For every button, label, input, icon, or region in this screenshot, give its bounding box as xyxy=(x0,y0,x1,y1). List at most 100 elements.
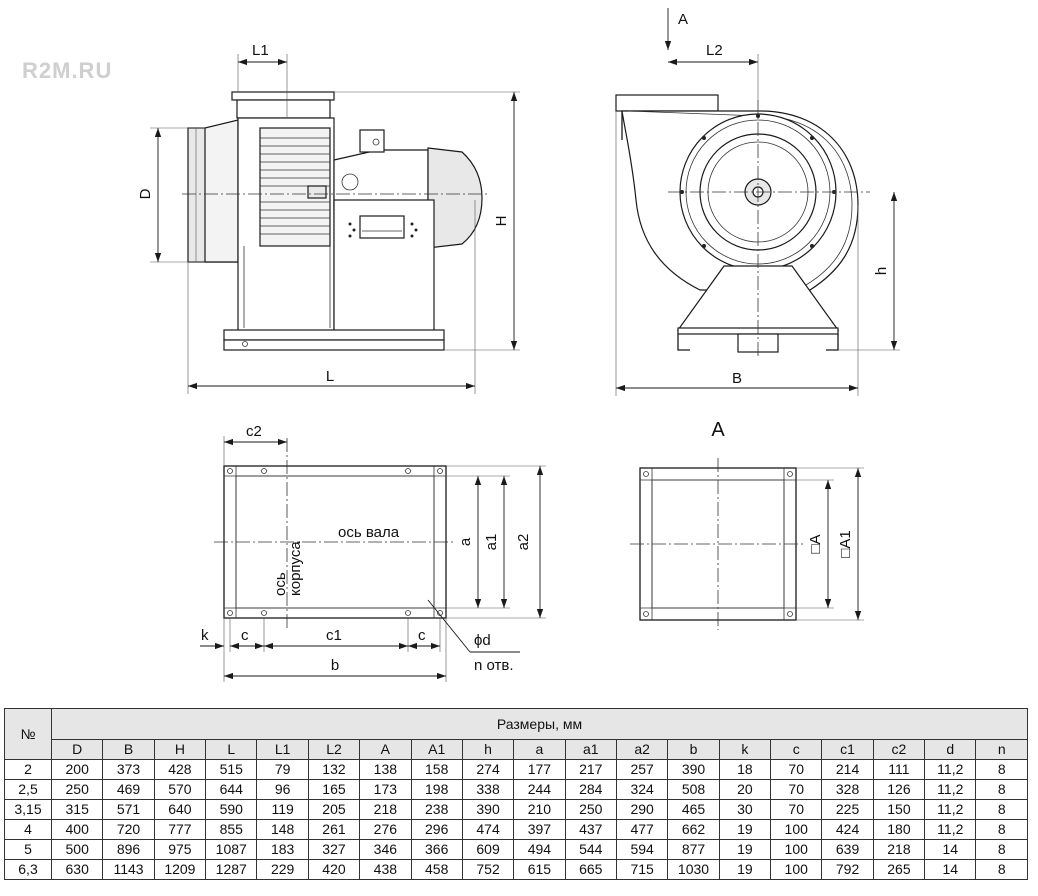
table-cell: 366 xyxy=(410,839,463,860)
table-cell: 424 xyxy=(821,819,874,840)
table-cell: 390 xyxy=(461,799,515,820)
dim-label-c2: c2 xyxy=(246,423,262,440)
table-cell: 158 xyxy=(410,759,463,780)
table-cell: 96 xyxy=(256,779,309,800)
dim-label-b: b xyxy=(331,657,339,674)
table-cell: 315 xyxy=(50,799,104,820)
table-cell: 397 xyxy=(513,819,566,840)
table-cell: 640 xyxy=(153,799,207,820)
table-cell: 1030 xyxy=(667,859,720,880)
table-cell: 338 xyxy=(461,779,515,800)
table-cell: 469 xyxy=(102,779,155,800)
table-cell: 8 xyxy=(975,799,1028,820)
table-cell: 11,2 xyxy=(924,819,977,840)
column-header: a xyxy=(513,739,566,760)
table-cell: 148 xyxy=(256,819,309,840)
dim-label-c-left: c xyxy=(241,627,249,644)
table-cell: 11,2 xyxy=(924,779,977,800)
table-cell: 100 xyxy=(770,839,823,860)
dim-label-sq-A1: □A1 xyxy=(837,530,854,557)
column-header: b xyxy=(667,739,720,760)
column-header: a2 xyxy=(615,739,669,760)
column-header: c xyxy=(770,739,823,760)
table-cell: 877 xyxy=(667,839,720,860)
table-cell: 777 xyxy=(153,819,207,840)
table-cell: 14 xyxy=(924,859,977,880)
motor-body xyxy=(427,147,483,249)
table-cell: 792 xyxy=(821,859,874,880)
table-cell: 609 xyxy=(461,839,515,860)
table-cell: 8 xyxy=(975,859,1028,880)
table-cell: 100 xyxy=(770,819,823,840)
table-cell: 18 xyxy=(718,759,772,780)
view-a-title: A xyxy=(711,419,725,441)
table-cell: 296 xyxy=(410,819,463,840)
front-view: A L2 xyxy=(615,8,900,396)
dim-label-d: ϕd xyxy=(474,632,491,649)
table-cell: 1087 xyxy=(205,839,258,860)
table-cell: 8 xyxy=(975,839,1028,860)
table-cell: 494 xyxy=(513,839,566,860)
table-cell: 346 xyxy=(359,839,412,860)
table-cell: 218 xyxy=(359,799,412,820)
table-cell: 644 xyxy=(205,779,258,800)
column-header: a1 xyxy=(564,739,617,760)
table-cell: 400 xyxy=(50,819,104,840)
table-cell: 570 xyxy=(153,779,207,800)
table-cell: 420 xyxy=(307,859,361,880)
table-cell: 290 xyxy=(615,799,669,820)
table-cell: 276 xyxy=(359,819,412,840)
table-cell: 458 xyxy=(410,859,463,880)
table-cell: 126 xyxy=(872,779,926,800)
outlet-flange xyxy=(231,91,335,101)
table-cell: 14 xyxy=(924,839,977,860)
column-header: A1 xyxy=(410,739,463,760)
dim-label-sq-A: □A xyxy=(807,534,824,553)
table-cell: 324 xyxy=(615,779,669,800)
housing-axis-label-2: корпуса xyxy=(287,541,304,596)
side-view: L1 D H L xyxy=(137,42,520,394)
table-cell: 715 xyxy=(615,859,669,880)
column-header: D xyxy=(50,739,104,760)
table-cell: 477 xyxy=(615,819,669,840)
table-cell: 665 xyxy=(564,859,617,880)
table-cell: 177 xyxy=(513,759,566,780)
table-cell: 257 xyxy=(615,759,669,780)
table-cell: 210 xyxy=(513,799,566,820)
dim-label-D: D xyxy=(137,188,154,199)
table-cell: 390 xyxy=(667,759,720,780)
number-column-header: № xyxy=(4,708,52,760)
table-cell: 752 xyxy=(461,859,515,880)
holes-count-label: n отв. xyxy=(474,657,514,674)
table-cell: 205 xyxy=(307,799,361,820)
table-cell: 250 xyxy=(50,779,104,800)
dim-label-L1: L1 xyxy=(252,42,269,59)
table-cell: 11,2 xyxy=(924,759,977,780)
dim-label-L: L xyxy=(326,368,334,385)
terminal-box xyxy=(359,129,385,153)
table-cell: 261 xyxy=(307,819,361,840)
table-cell: 428 xyxy=(153,759,207,780)
table-cell: 720 xyxy=(102,819,155,840)
table-cell: 896 xyxy=(102,839,155,860)
table-cell: 327 xyxy=(307,839,361,860)
column-header: c1 xyxy=(821,739,874,760)
dimensions-group-header: Размеры, мм xyxy=(51,708,1028,740)
column-header: L2 xyxy=(307,739,361,760)
column-header: L1 xyxy=(256,739,309,760)
row-number-cell: 4 xyxy=(4,819,52,840)
stand-bolts xyxy=(348,222,418,238)
base-frame xyxy=(223,329,445,341)
table-cell: 500 xyxy=(50,839,104,860)
table-cell: 8 xyxy=(975,779,1028,800)
table-cell: 218 xyxy=(872,839,926,860)
watermark: R2M.RU xyxy=(22,58,113,83)
table-cell: 79 xyxy=(256,759,309,780)
table-cell: 183 xyxy=(256,839,309,860)
row-number-cell: 3,15 xyxy=(4,799,52,820)
